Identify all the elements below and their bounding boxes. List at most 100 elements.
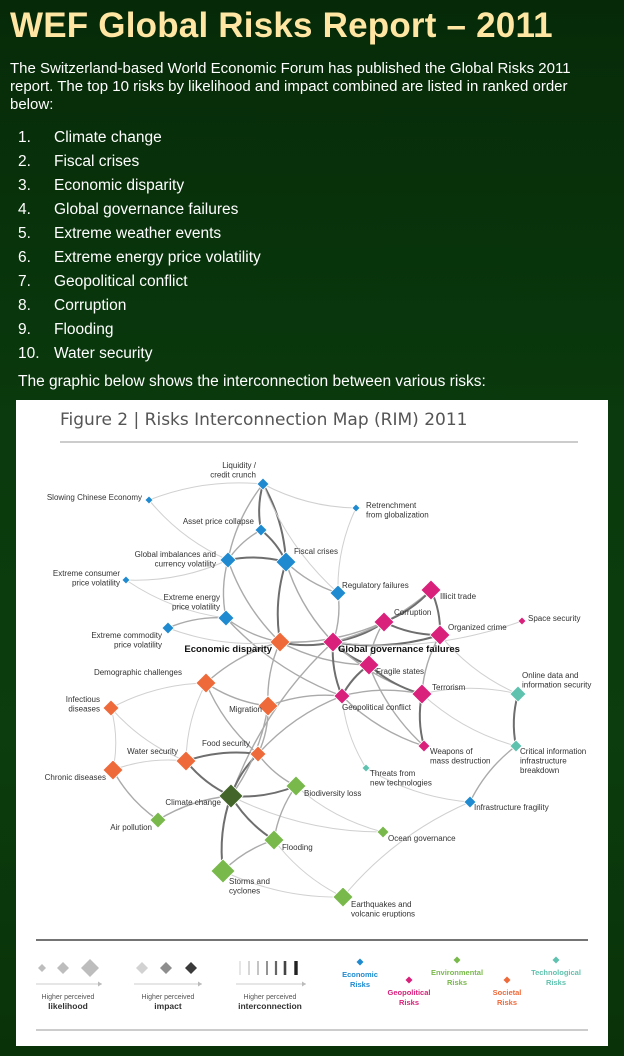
connection-line — [368, 664, 425, 747]
risk-label: Climate change — [165, 798, 221, 807]
risk-label: Demographic challenges — [94, 668, 182, 677]
risk-label-line: Global imbalances and — [135, 550, 216, 559]
connection-line — [257, 695, 343, 755]
risk-node-geopolitical-conflict: Geopolitical conflict — [333, 687, 412, 712]
connection-line — [332, 620, 523, 646]
intro-paragraph: The Switzerland-based World Economic For… — [10, 60, 571, 113]
list-item: 5.Extreme weather events — [18, 222, 261, 246]
risk-diamond-marker — [417, 739, 431, 753]
risk-label-line: Food security — [202, 739, 250, 748]
list-number: 4. — [18, 201, 31, 218]
list-item: 2.Fiscal crises — [18, 150, 261, 174]
risk-label-line: Fiscal crises — [294, 547, 338, 556]
risk-label-line: Asset price collapse — [183, 517, 255, 526]
risk-diamond-marker — [361, 763, 371, 773]
risk-label: Migration — [229, 705, 262, 714]
impact-diamond — [160, 962, 172, 974]
category-key-geopolitical — [405, 976, 413, 984]
category-label-line: Risks — [447, 978, 467, 987]
risk-label-line: from globalization — [366, 511, 429, 520]
list-number: 2. — [18, 153, 31, 170]
graphic-caption: The graphic below shows the interconnect… — [18, 373, 486, 390]
risk-label-line: Migration — [229, 705, 262, 714]
risk-label: Biodiversity loss — [304, 789, 361, 798]
connection-line — [185, 682, 207, 762]
list-number: 10. — [18, 345, 40, 362]
risk-diamond-marker — [210, 858, 236, 884]
risk-label-line: volcanic eruptions — [351, 910, 415, 919]
risk-node-liquidity: Liquidity /credit crunch — [210, 461, 270, 491]
impact-diamond — [185, 962, 197, 974]
risk-node-biodiversity: Biodiversity loss — [285, 775, 361, 798]
risk-label-line: Air pollution — [110, 823, 152, 832]
legend-caption-line: impact — [154, 1001, 182, 1011]
connection-line — [227, 559, 281, 643]
category-label-line: Risks — [399, 998, 419, 1007]
likelihood-diamond — [81, 959, 99, 977]
list-label: Economic disparity — [54, 177, 185, 194]
connection-line — [258, 483, 264, 531]
list-label: Water security — [54, 345, 153, 362]
risk-diamond-marker — [376, 825, 390, 839]
risk-label-line: Terrorism — [432, 683, 466, 692]
risk-diamond-marker — [102, 759, 124, 781]
risk-label-line: Global governance failures — [338, 644, 460, 655]
risk-diamond-marker — [373, 611, 395, 633]
risk-label-line: Climate change — [165, 798, 221, 807]
category-label-line: Risks — [350, 980, 370, 989]
risk-node-fragile-states: Fragile states — [358, 654, 424, 676]
connection-line — [110, 707, 187, 762]
connection-line — [276, 561, 287, 643]
connection-line — [285, 561, 334, 643]
risk-node-air-pollution: Air pollution — [110, 811, 167, 832]
connection-line — [262, 483, 287, 563]
risk-label: Air pollution — [110, 823, 152, 832]
risk-label: Fiscal crises — [294, 547, 338, 556]
list-label: Flooding — [54, 321, 114, 338]
connection-line — [112, 759, 187, 771]
risk-diamond-marker — [411, 683, 433, 705]
risk-label-line: Economic disparity — [184, 644, 272, 655]
risk-label: Fragile states — [376, 667, 424, 676]
top-risks-list: 1.Climate change 2.Fiscal crises 3.Econo… — [18, 126, 261, 366]
risk-node-chronic: Chronic diseases — [45, 759, 124, 782]
risk-label: Liquidity /credit crunch — [210, 461, 257, 480]
risk-diamond-marker — [144, 495, 154, 505]
risk-diamond-marker — [263, 829, 285, 851]
connection-line — [112, 769, 159, 821]
risk-label-line: Demographic challenges — [94, 668, 182, 677]
legend-caption-line: likelihood — [48, 1001, 88, 1011]
connection-line — [227, 483, 264, 561]
risk-node-corruption: Corruption — [373, 608, 431, 633]
connection-line — [148, 499, 229, 561]
risk-label: Slowing Chinese Economy — [47, 493, 142, 502]
risk-label-line: Liquidity / — [222, 461, 257, 470]
connection-line — [230, 795, 275, 841]
risk-node-terrorism: Terrorism — [411, 683, 466, 705]
risk-label: Asset price collapse — [183, 517, 255, 526]
risk-label-line: Biodiversity loss — [304, 789, 361, 798]
category-key-societal — [503, 976, 511, 984]
list-label: Geopolitical conflict — [54, 273, 188, 290]
list-item: 4.Global governance failures — [18, 198, 261, 222]
list-number: 3. — [18, 177, 31, 194]
category-label-line: Technological — [531, 968, 581, 977]
category-key-economic — [356, 958, 364, 966]
risk-node-economic-disparity: Economic disparity — [184, 631, 291, 655]
